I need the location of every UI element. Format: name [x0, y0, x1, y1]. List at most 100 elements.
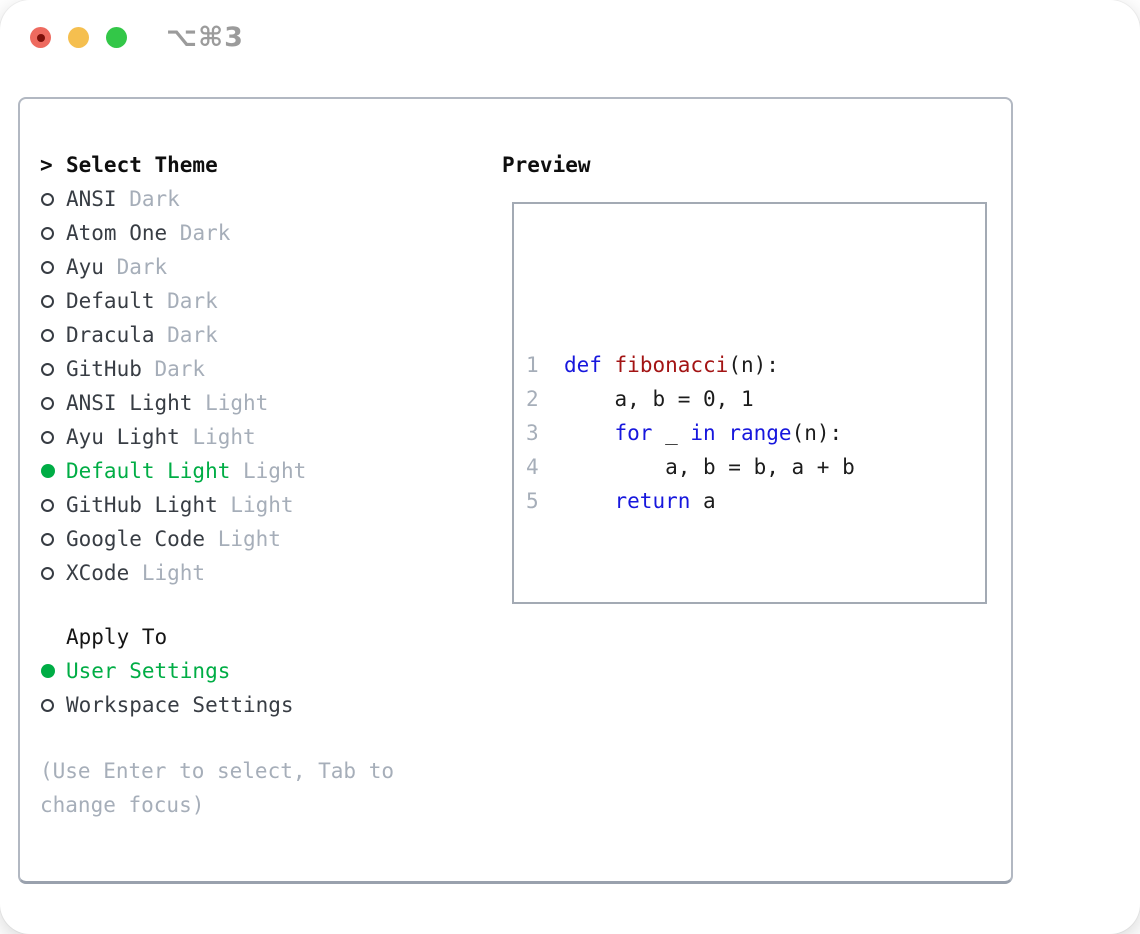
code-segment: a, b = 0, 1	[563, 387, 754, 411]
theme-list-header: > Select Theme	[40, 148, 306, 182]
theme-option-label: Ayu Light	[66, 425, 180, 449]
theme-option-label: Default	[66, 289, 155, 313]
theme-option-7[interactable]: Ayu Light Light	[40, 420, 306, 454]
preview-title: Preview	[502, 153, 591, 177]
theme-option-0[interactable]: ANSI Dark	[40, 182, 306, 216]
radio-icon	[41, 396, 54, 410]
theme-option-5[interactable]: GitHub Dark	[40, 352, 306, 386]
radio-icon	[41, 294, 54, 308]
theme-option-9[interactable]: GitHub Light Light	[40, 488, 306, 522]
radio-icon	[41, 192, 54, 206]
code-segment	[564, 421, 615, 445]
apply-option-label: User Settings	[66, 659, 231, 683]
radio-selected-icon	[41, 664, 55, 678]
theme-option-2[interactable]: Ayu Dark	[40, 250, 306, 284]
radio-icon	[41, 532, 54, 546]
close-button[interactable]	[30, 27, 51, 48]
radio-icon	[41, 226, 54, 240]
theme-variant-label: Light	[230, 459, 307, 483]
radio-selected-icon	[41, 464, 55, 478]
theme-option-label: Dracula	[66, 323, 155, 347]
code-segment: a, b = b, a + b	[563, 455, 855, 479]
code-segment: for	[614, 421, 653, 445]
line-number: 5	[526, 489, 564, 513]
theme-variant-label: Dark	[167, 221, 231, 245]
theme-variant-label: Dark	[154, 323, 218, 347]
theme-option-label: Ayu	[66, 255, 104, 279]
apply-to-title: Apply To	[66, 625, 168, 649]
code-line: 2 a, b = 0, 1	[526, 382, 855, 416]
theme-option-label: Default Light	[66, 459, 231, 483]
theme-option-10[interactable]: Google Code Light	[40, 522, 306, 556]
theme-variant-label: Light	[217, 493, 294, 517]
focus-caret: >	[40, 153, 66, 177]
theme-option-label: ANSI Light	[66, 391, 193, 415]
theme-option-label: Atom One	[66, 221, 168, 245]
radio-icon	[41, 362, 54, 376]
radio-icon	[41, 498, 54, 512]
code-segment: range	[728, 421, 792, 445]
code-segment: in	[690, 421, 716, 445]
code-line: 5 return a	[526, 484, 855, 518]
theme-option-label: XCode	[66, 561, 130, 585]
theme-option-label: GitHub	[66, 357, 142, 381]
line-number: 2	[526, 387, 564, 411]
theme-option-label: Google Code	[66, 527, 206, 551]
theme-variant-label: Dark	[103, 255, 168, 279]
radio-icon	[41, 430, 54, 444]
line-number: 3	[526, 421, 564, 445]
apply-option-label: Workspace Settings	[66, 693, 294, 717]
code-line: 4 a, b = b, a + b	[526, 450, 855, 484]
theme-option-8[interactable]: Default Light Light	[40, 454, 306, 488]
line-number: 4	[526, 455, 564, 479]
radio-icon	[41, 328, 54, 342]
theme-variant-label: Dark	[154, 289, 218, 313]
minimize-button[interactable]	[68, 27, 89, 48]
theme-option-3[interactable]: Default Dark	[40, 284, 306, 318]
theme-list-title: Select Theme	[66, 153, 218, 177]
blank-line	[526, 518, 855, 552]
radio-icon	[41, 698, 54, 712]
theme-variant-label: Light	[192, 391, 269, 415]
theme-option-4[interactable]: Dracula Dark	[40, 318, 306, 352]
theme-option-label: GitHub Light	[66, 493, 218, 517]
keyboard-hint: (Use Enter to select, Tab to change focu…	[40, 759, 395, 817]
theme-option-label: ANSI	[66, 187, 117, 211]
code-segment: (n):	[791, 421, 843, 445]
code-segment	[602, 353, 615, 377]
theme-variant-label: Dark	[141, 357, 206, 381]
theme-option-11[interactable]: XCode Light	[40, 556, 306, 590]
code-segment	[564, 489, 615, 513]
code-segment: return	[614, 489, 691, 513]
theme-variant-label: Light	[205, 527, 281, 551]
radio-icon	[41, 260, 54, 274]
radio-icon	[41, 566, 54, 580]
theme-variant-label: Light	[179, 425, 256, 449]
line-number: 1	[526, 353, 564, 377]
code-segment: (n):	[728, 353, 779, 377]
code-segment: a	[690, 489, 716, 513]
theme-option-1[interactable]: Atom One Dark	[40, 216, 306, 250]
theme-variant-label: Light	[129, 561, 206, 585]
theme-variant-label: Dark	[116, 187, 180, 211]
caret-icon: >	[40, 153, 53, 177]
code-segment: def	[563, 353, 602, 377]
preview-header: Preview	[502, 148, 591, 182]
code-segment: fibonacci	[614, 353, 729, 377]
theme-option-6[interactable]: ANSI Light Light	[40, 386, 306, 420]
code-segment	[716, 421, 729, 445]
title-bar: ⌥⌘3	[0, 0, 1140, 76]
apply-to-header: Apply To	[40, 620, 294, 654]
zoom-button[interactable]	[106, 27, 127, 48]
code-line: 1 def fibonacci(n):	[526, 348, 855, 382]
apply-option-0[interactable]: User Settings	[40, 654, 294, 688]
apply-option-1[interactable]: Workspace Settings	[40, 688, 294, 722]
window-shortcut-label: ⌥⌘3	[166, 22, 244, 53]
code-segment: _	[652, 421, 691, 445]
